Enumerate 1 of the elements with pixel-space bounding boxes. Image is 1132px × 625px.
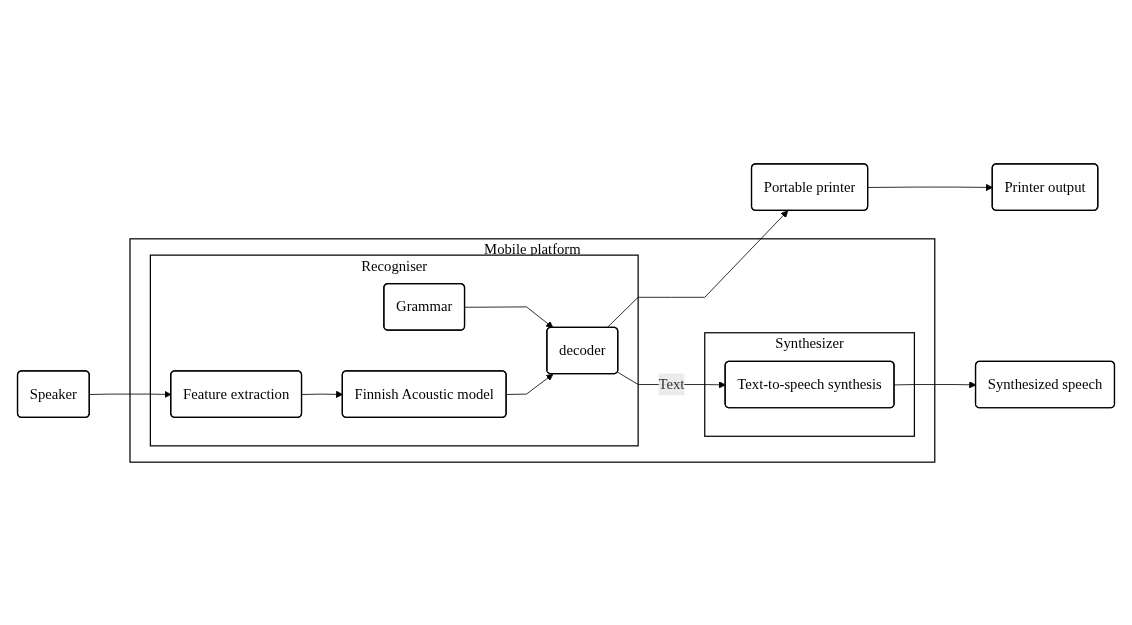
edge-label: Text: [658, 375, 685, 392]
